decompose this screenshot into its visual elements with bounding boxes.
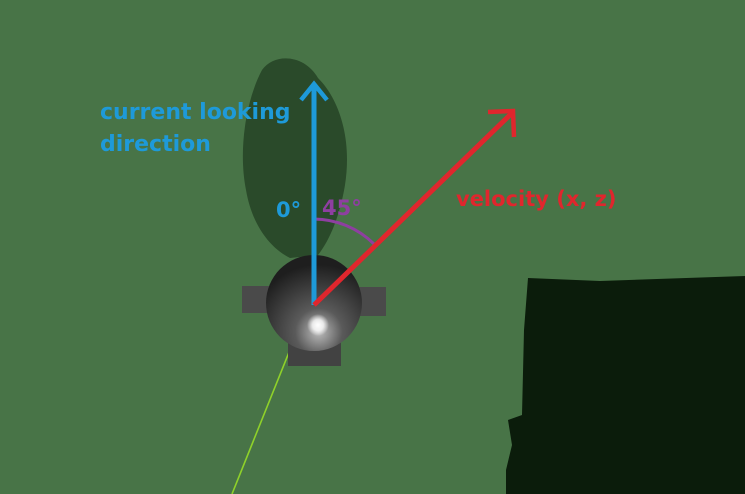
looking-direction-label-line1: current looking bbox=[100, 100, 291, 125]
character-shadow bbox=[242, 58, 347, 258]
angle-zero-label: 0° bbox=[276, 198, 301, 222]
velocity-label: velocity (x, z) bbox=[456, 187, 617, 211]
player-highlight bbox=[307, 314, 329, 336]
dark-block bbox=[506, 276, 745, 494]
velocity-arrow bbox=[312, 108, 517, 307]
angle-45-label: 45° bbox=[322, 196, 362, 220]
angle-arc bbox=[313, 217, 376, 246]
looking-direction-label-line2: direction bbox=[100, 132, 211, 157]
looking-direction-arrow bbox=[299, 80, 329, 305]
